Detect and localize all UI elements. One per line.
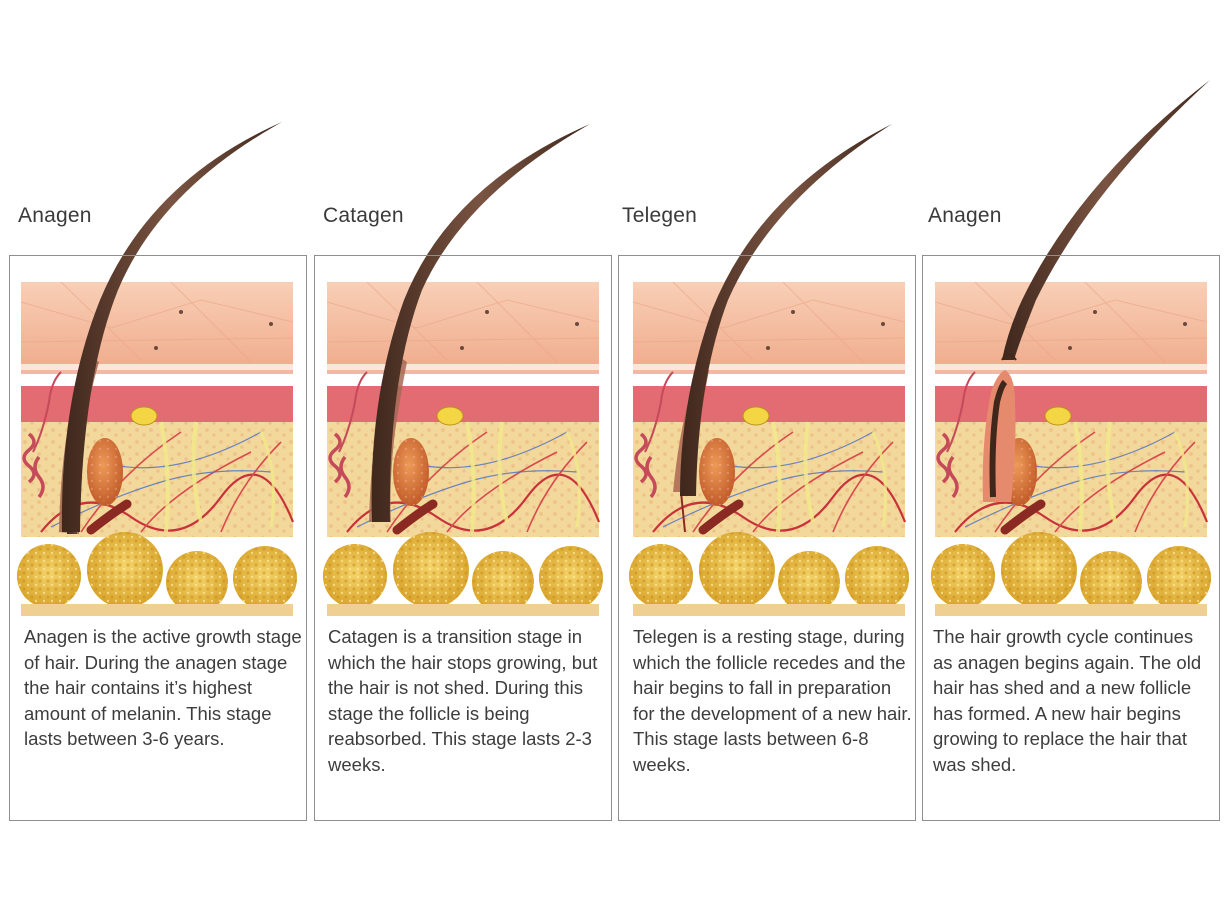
stage-title-anagen: Anagen [18,204,92,227]
caption-anagen: Anagen is the active growth stage of hai… [24,626,302,749]
panel-anagen [9,255,307,821]
stage-title-telegen: Telegen [622,204,697,227]
caption-anagen-again: The hair growth cycle continues as anage… [933,626,1202,775]
stage-title-anagen-again: Anagen [928,204,1002,227]
hair-shaft-3 [680,124,892,496]
panel-telegen [618,255,916,821]
hair-shaft-2 [371,124,590,522]
old-hair-shed-4 [1002,80,1210,360]
stage-title-catagen: Catagen [323,204,404,227]
hair-shaft-1 [61,122,283,532]
skin-illustration-4 [931,282,1211,616]
caption-catagen: Catagen is a transition stage in which t… [328,626,598,775]
panel-anagen-again [922,255,1220,821]
panel-catagen [314,255,612,821]
caption-telegen: Telegen is a resting stage, during which… [633,626,912,775]
